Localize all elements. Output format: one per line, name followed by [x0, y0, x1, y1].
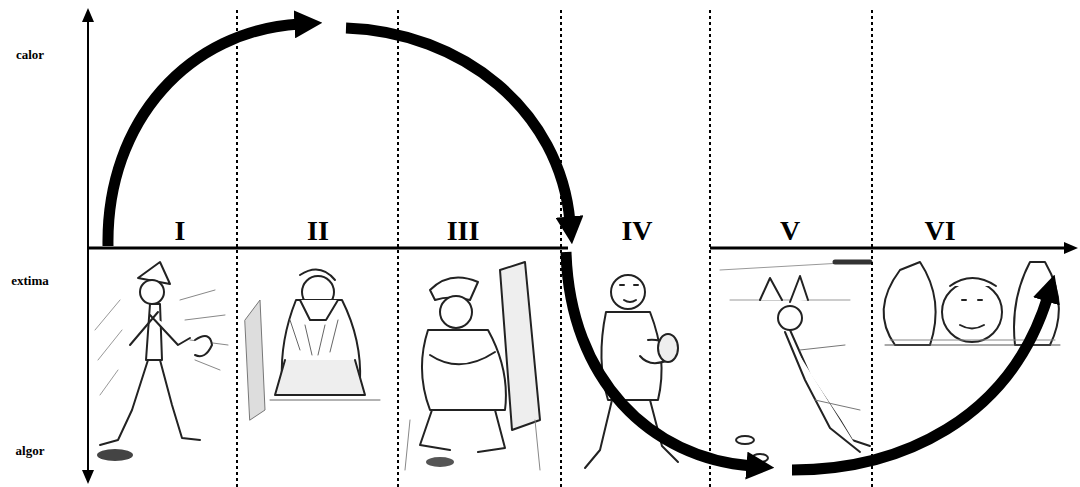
axis-label: algor [16, 443, 45, 458]
panel-number: VI [924, 215, 955, 246]
label-holder: III [447, 217, 480, 245]
panel-number: III [447, 215, 480, 246]
axis-label: extima [11, 273, 49, 288]
label-holder: algor [16, 441, 45, 459]
label-holder: extima [11, 271, 49, 289]
panel-sketches [95, 262, 1060, 470]
label-holder: V [780, 217, 800, 245]
panel-number: II [307, 215, 329, 246]
panel-number: V [780, 215, 800, 246]
panel-number: I [175, 215, 186, 246]
panel-number: IV [621, 215, 652, 246]
label-holder: II [307, 217, 329, 245]
axes [88, 18, 1068, 476]
axis-label: calor [16, 47, 44, 62]
label-holder: VI [924, 217, 955, 245]
label-holder: IV [621, 217, 652, 245]
label-holder: I [175, 217, 186, 245]
cycle-arrow [108, 24, 1048, 470]
label-holder: calor [16, 45, 44, 63]
axis-heads [82, 8, 1078, 484]
